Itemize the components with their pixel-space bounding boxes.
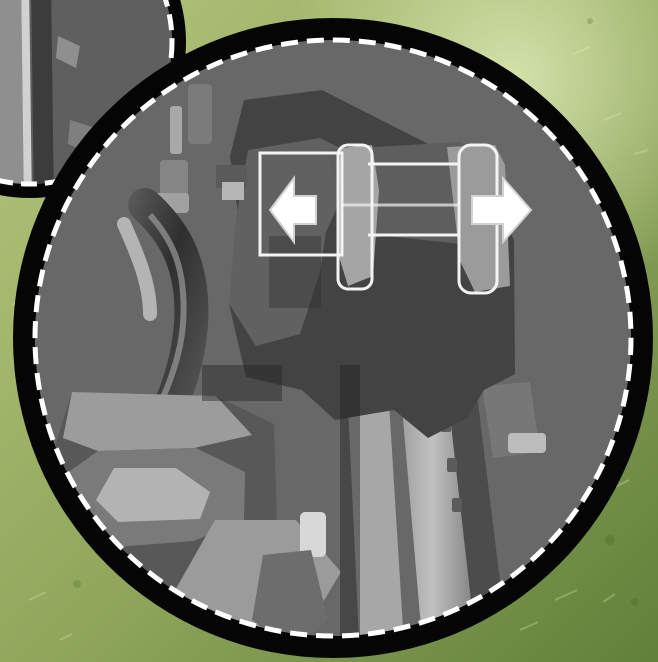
main-diagram-circle: [13, 18, 653, 662]
